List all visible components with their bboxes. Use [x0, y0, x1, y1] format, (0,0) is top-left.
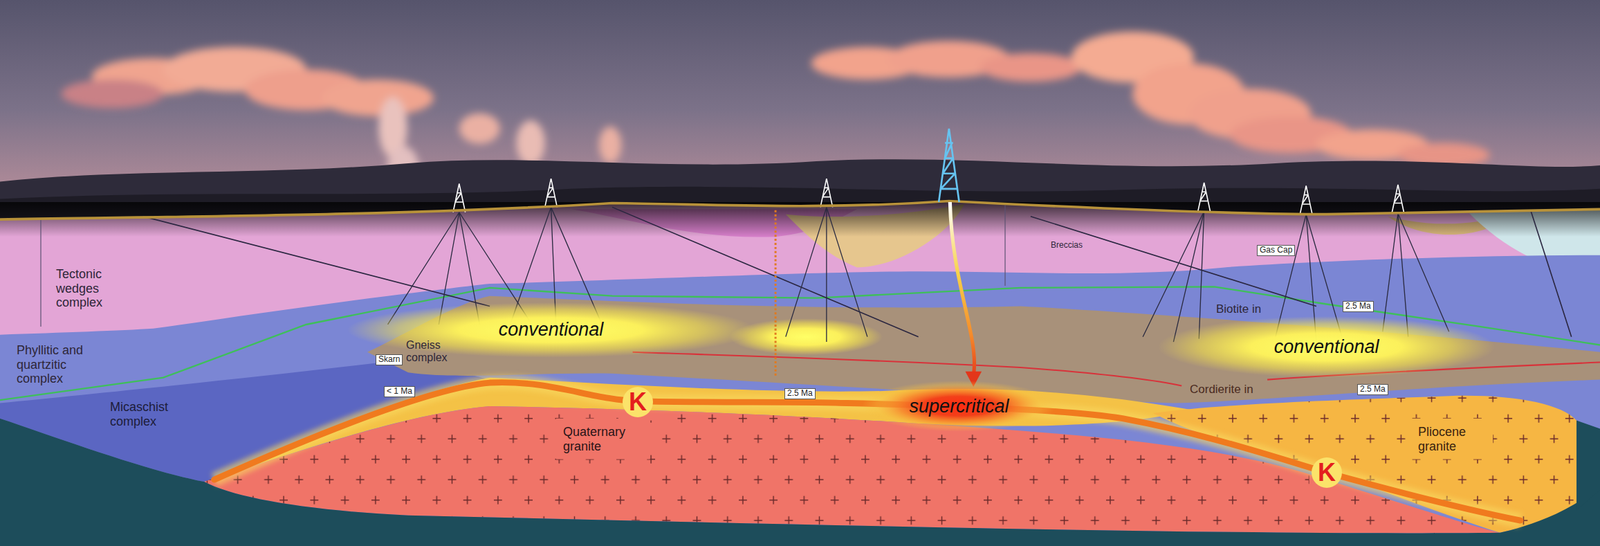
unit-label: Quaternary granite: [563, 424, 640, 454]
well-trace: [1004, 204, 1006, 286]
dotted-well: [774, 210, 777, 378]
derrick: [1299, 185, 1313, 214]
age-tag: 2.5 Ma: [784, 388, 816, 400]
unit-label: Phyllitic and quartzitic complex: [16, 343, 114, 386]
zone-name: conventional: [498, 318, 604, 341]
callout-tag: Gas Cap: [1256, 244, 1295, 256]
cordierite-isograd: [632, 352, 1183, 386]
fault-line: [1030, 216, 1317, 307]
steam-plume: [459, 113, 501, 144]
biotite-isograd: [0, 286, 1600, 400]
isograd-label: Cordierite in: [1189, 382, 1254, 397]
derrick: [820, 178, 833, 207]
cloud: [979, 53, 1082, 82]
steam-plume: [516, 120, 545, 166]
k-marker: K: [622, 386, 654, 418]
glow-ellipse: [1157, 316, 1495, 378]
well-fan: [1382, 213, 1450, 337]
k-marker: K: [1311, 457, 1342, 488]
zone-name: supercritical: [909, 395, 1010, 418]
age-tag: 2.5 Ma: [1357, 383, 1389, 395]
age-tag: 2.5 Ma: [1342, 300, 1374, 312]
deep-basement: [1576, 420, 1600, 511]
isograd-label: Biotite in: [1216, 302, 1262, 317]
unit-label: Tectonic wedges complex: [56, 267, 133, 310]
unit-label: Pliocene granite: [1418, 424, 1488, 454]
fault-line: [1530, 210, 1572, 337]
small-reservoir-glow: [729, 318, 883, 355]
sky: [0, 0, 1600, 245]
callout-tag: Skarn: [375, 354, 403, 366]
well-fan: [785, 206, 868, 342]
supercritical-rig: [938, 128, 960, 202]
glow-ellipse: [861, 380, 1056, 432]
derrick: [545, 178, 558, 207]
steam-plume: [599, 126, 622, 164]
phyllitic-layer: [0, 255, 1600, 546]
age-tag: < 1 Ma: [383, 385, 416, 398]
note-label: Breccias: [1050, 240, 1083, 251]
well-fan: [1142, 210, 1205, 342]
ground-surface: [0, 201, 1600, 220]
unit-label: Gneiss complex: [406, 338, 472, 365]
tectonic-wedges-layer: [0, 201, 1600, 546]
conventional-reservoir: conventional: [1157, 316, 1495, 378]
drill-path-arrow: [949, 201, 974, 376]
cloud: [321, 79, 434, 117]
far-hills: [0, 159, 1600, 245]
fault-line: [143, 216, 491, 307]
derrick: [453, 183, 466, 212]
supercritical-reservoir: supercritical: [861, 380, 1056, 432]
zone-name: conventional: [1274, 336, 1380, 358]
drill-rigs: [453, 178, 1405, 215]
derrick: [1198, 182, 1211, 211]
derrick: [1391, 184, 1405, 214]
near-hills: [0, 186, 1600, 245]
unit-label: Micaschist complex: [109, 399, 183, 429]
well-trace: [40, 219, 41, 327]
cloud: [61, 79, 164, 108]
